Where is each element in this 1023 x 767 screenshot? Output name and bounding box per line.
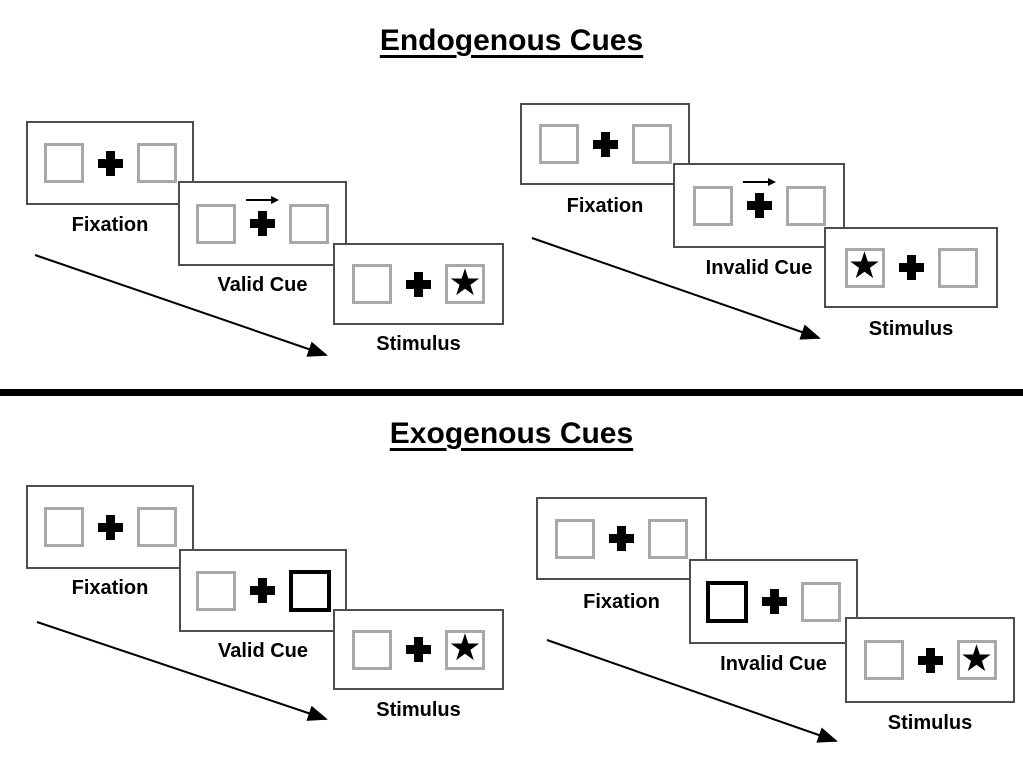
fixation-cross-icon xyxy=(742,178,776,218)
left-box xyxy=(352,264,392,304)
step-label: Valid Cue xyxy=(217,274,308,296)
right-box xyxy=(801,581,841,622)
endogenous-title: Endogenous Cues xyxy=(379,24,644,57)
step-label: Stimulus xyxy=(376,333,461,355)
star-icon: ★ xyxy=(959,636,994,680)
step-label: Stimulus xyxy=(868,318,954,340)
fixation-panel xyxy=(26,485,194,569)
fixation-cross-icon xyxy=(917,647,943,673)
right-box xyxy=(937,247,978,288)
section-divider xyxy=(0,389,1023,396)
left-box xyxy=(352,629,392,670)
fixation-cross-icon xyxy=(898,255,924,280)
right-box xyxy=(136,507,177,547)
stimulus-panel: ★ xyxy=(845,617,1015,703)
left-box xyxy=(43,507,84,547)
right-box xyxy=(648,518,688,559)
right-box xyxy=(136,143,177,183)
fixation-cross-icon xyxy=(762,589,787,614)
right-box xyxy=(631,124,672,164)
left-box xyxy=(195,570,236,611)
cue-panel xyxy=(689,559,858,644)
fixation-panel xyxy=(520,103,690,185)
star-icon: ★ xyxy=(448,260,482,304)
step-label: Fixation xyxy=(566,195,644,217)
left-box: ★ xyxy=(844,244,885,288)
cue-arrow-icon xyxy=(246,196,279,204)
star-icon: ★ xyxy=(448,626,482,669)
right-box xyxy=(785,185,826,226)
right-box: ★ xyxy=(445,626,485,670)
fixation-panel xyxy=(26,121,194,205)
right-box: ★ xyxy=(445,264,485,304)
left-box xyxy=(538,124,579,164)
stimulus-panel: ★ xyxy=(333,609,504,690)
step-label: Valid Cue xyxy=(217,640,309,662)
progression-arrow-endogenous-invalid xyxy=(531,237,821,340)
fixation-cross-icon xyxy=(246,196,279,236)
step-label: Stimulus xyxy=(887,712,973,734)
fixation-cross-icon xyxy=(406,271,431,297)
cue-panel xyxy=(673,163,845,248)
fixation-cross-icon xyxy=(406,637,431,662)
fixation-cross-icon xyxy=(97,514,123,540)
exogenous-title: Exogenous Cues xyxy=(389,417,634,450)
fixation-panel xyxy=(536,497,707,580)
fixation-cross-icon xyxy=(609,526,634,551)
step-label: Fixation xyxy=(71,577,149,599)
step-label: Fixation xyxy=(71,214,149,236)
step-label: Invalid Cue xyxy=(720,653,827,675)
right-box xyxy=(289,203,329,244)
fixation-cross-icon xyxy=(249,578,275,603)
step-label: Fixation xyxy=(583,591,660,613)
stimulus-panel: ★ xyxy=(333,243,504,325)
right-box: ★ xyxy=(956,636,997,680)
left-box xyxy=(692,185,733,226)
step-label: Invalid Cue xyxy=(705,257,813,279)
cue-panel xyxy=(179,549,347,632)
fixation-cross-icon xyxy=(592,131,618,157)
progression-arrow-exogenous-valid xyxy=(36,621,328,721)
fixation-cross-icon xyxy=(97,150,123,176)
left-box xyxy=(196,203,236,244)
left-box xyxy=(863,640,904,680)
left-box xyxy=(43,143,84,183)
stimulus-panel: ★ xyxy=(824,227,998,308)
left-box-highlighted xyxy=(706,580,748,623)
star-icon: ★ xyxy=(847,244,882,287)
left-box xyxy=(555,518,595,559)
right-box-highlighted xyxy=(288,569,331,612)
progression-arrow-endogenous-valid xyxy=(34,254,328,357)
cue-arrow-icon xyxy=(742,178,776,186)
step-label: Stimulus xyxy=(376,699,461,721)
cue-panel xyxy=(178,181,347,266)
